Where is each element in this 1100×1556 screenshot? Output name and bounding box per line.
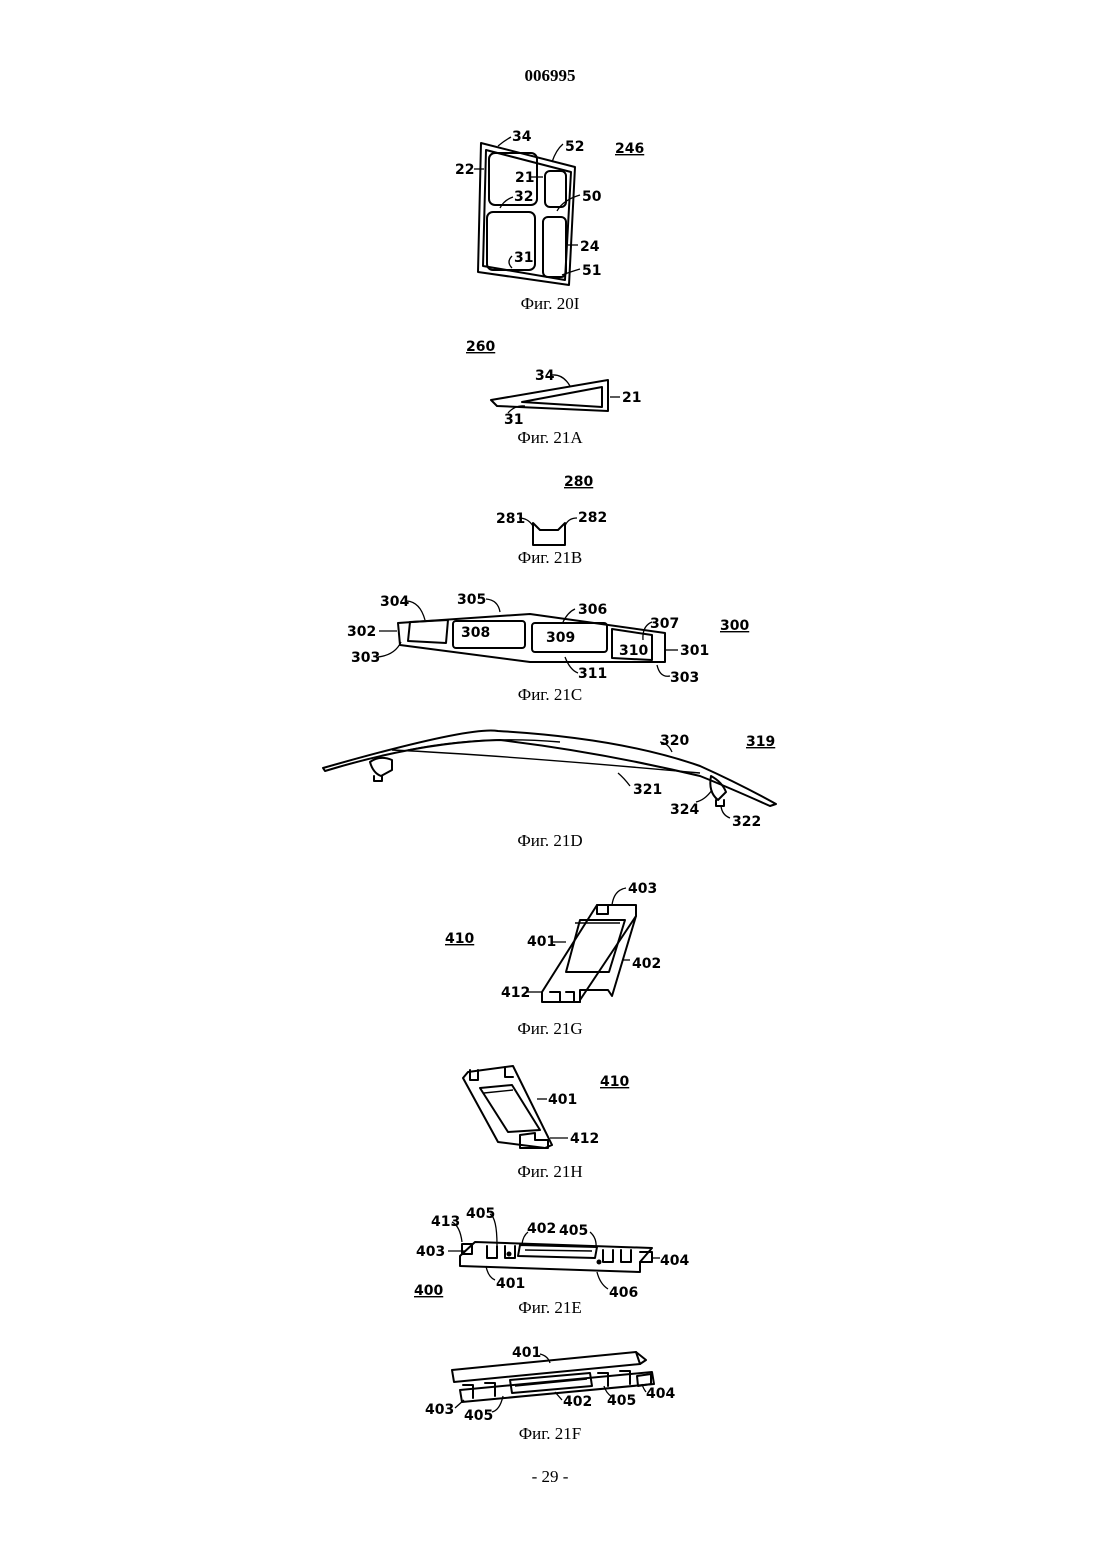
label-32: 32 [514,189,533,205]
label-51: 51 [582,263,601,279]
figure-21f: 401 403 405 402 405 404 [425,1345,675,1424]
label-303-left: 303 [351,650,380,666]
caption-fig-21f: Фиг. 21F [0,1424,1100,1444]
ref-280: 280 [564,474,593,490]
figure-21g: 403 410 401 402 412 [445,881,661,1002]
label-321: 321 [633,782,662,798]
label-50: 50 [582,189,602,205]
label-24: 24 [580,239,600,255]
ref-260: 260 [466,339,495,355]
label-401: 401 [548,1092,577,1108]
label-405-left: 405 [466,1206,495,1222]
label-34: 34 [535,368,555,384]
caption-fig-20i: Фиг. 20I [0,294,1100,314]
label-402: 402 [527,1221,556,1237]
label-324: 324 [670,802,699,818]
label-401: 401 [512,1345,541,1361]
ref-319: 319 [746,734,775,750]
label-322: 322 [732,814,761,830]
label-304: 304 [380,594,409,610]
label-405-left: 405 [464,1408,493,1424]
figure-21c: 304 305 306 307 300 302 308 309 310 301 … [347,592,749,686]
label-320: 320 [660,733,689,749]
label-402: 402 [632,956,661,972]
label-281: 281 [496,511,525,527]
caption-fig-21e: Фиг. 21E [0,1298,1100,1318]
label-402: 402 [563,1394,592,1410]
label-306: 306 [578,602,607,618]
label-403: 403 [628,881,657,897]
page-number: - 29 - [0,1467,1100,1487]
ref-410: 410 [445,931,474,947]
figure-21d: 320 319 321 324 322 [323,730,776,830]
label-305: 305 [457,592,486,608]
label-34: 34 [512,129,532,145]
label-310: 310 [619,643,648,659]
label-412: 412 [570,1131,599,1147]
ref-400: 400 [414,1283,443,1299]
label-412: 412 [501,985,530,1001]
figure-21h: 410 401 412 [463,1066,629,1148]
figure-21b: 280 281 282 [496,474,607,545]
label-301: 301 [680,643,709,659]
figure-21a: 260 34 21 31 [466,339,641,428]
label-31: 31 [504,412,523,428]
label-31: 31 [514,250,533,266]
label-282: 282 [578,510,607,526]
ref-246: 246 [615,141,644,157]
caption-fig-21g: Фиг. 21G [0,1019,1100,1039]
ref-410: 410 [600,1074,629,1090]
ref-300: 300 [720,618,749,634]
caption-fig-21c: Фиг. 21C [0,685,1100,705]
label-403: 403 [416,1244,445,1260]
label-404: 404 [646,1386,675,1402]
figure-20i: 34 52 246 22 21 32 50 24 31 51 [455,129,644,285]
caption-fig-21d: Фиг. 21D [0,831,1100,851]
label-405-right: 405 [607,1393,636,1409]
label-403: 403 [425,1402,454,1418]
label-404: 404 [660,1253,689,1269]
caption-fig-21h: Фиг. 21H [0,1162,1100,1182]
label-413: 413 [431,1214,460,1230]
label-22: 22 [455,162,474,178]
label-309: 309 [546,630,575,646]
label-52: 52 [565,139,584,155]
label-307: 307 [650,616,679,632]
label-405-right: 405 [559,1223,588,1239]
caption-fig-21a: Фиг. 21A [0,428,1100,448]
label-401: 401 [527,934,556,950]
label-21: 21 [515,170,534,186]
label-21: 21 [622,390,641,406]
label-303-right: 303 [670,670,699,686]
figure-21e: 413 405 402 405 403 404 401 406 400 [414,1206,689,1301]
label-401: 401 [496,1276,525,1292]
label-308: 308 [461,625,490,641]
caption-fig-21b: Фиг. 21B [0,548,1100,568]
label-311: 311 [578,666,607,682]
label-302: 302 [347,624,376,640]
